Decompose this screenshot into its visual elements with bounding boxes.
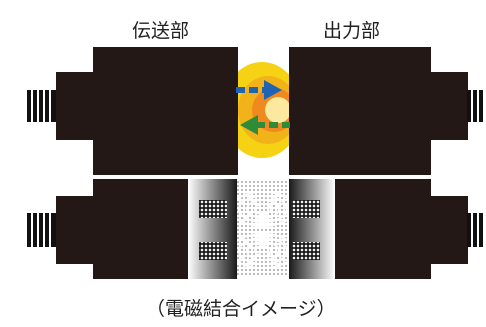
bottom-right-connector-icon <box>430 196 483 264</box>
transmit-arrow-icon <box>236 80 282 100</box>
right-unit-label: 出力部 <box>323 20 381 42</box>
top-left-connector-icon <box>27 72 94 140</box>
top-right-connector-icon <box>430 72 483 140</box>
left-unit-label: 伝送部 <box>132 20 190 42</box>
transmitter-coil-housing <box>188 179 237 279</box>
transmitter-coil-bottom <box>199 242 227 260</box>
receiver-coil-top <box>292 200 320 218</box>
caption: （電磁結合イメージ） <box>146 298 336 320</box>
receiver-unit-section <box>335 179 431 279</box>
return-arrow-icon <box>240 115 290 135</box>
transmitter-coil-top <box>199 200 227 218</box>
bottom-left-connector-icon <box>27 196 94 264</box>
receiver-coil-bottom <box>292 242 320 260</box>
transmitter-unit <box>93 47 238 175</box>
coupling-field <box>237 181 289 277</box>
receiver-unit <box>289 47 431 175</box>
transmitter-unit-section <box>93 179 188 279</box>
receiver-coil-housing <box>289 179 335 279</box>
